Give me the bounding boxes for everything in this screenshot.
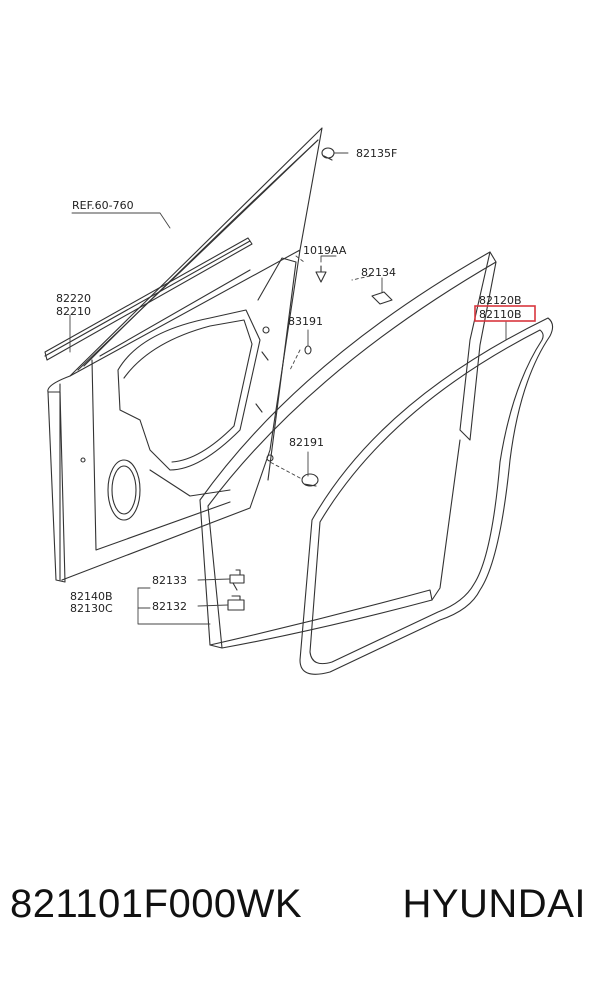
part-number: 821101F000WK — [10, 882, 303, 926]
label-82133: 82133 — [152, 574, 187, 587]
cap-82135F — [321, 147, 335, 161]
plug-82132 — [227, 595, 245, 611]
pad-82134 — [371, 291, 393, 305]
door-frame-weatherstrip — [199, 251, 497, 649]
screw-1019AA — [315, 265, 327, 283]
label-ref: REF.60-760 — [72, 199, 134, 212]
label-82135F: 82135F — [356, 147, 397, 160]
label-82130C: 82130C — [70, 602, 113, 615]
label-82120B: 82120B — [479, 294, 522, 307]
label-82134: 82134 — [361, 266, 396, 279]
label-82220: 82220 — [56, 292, 91, 305]
label-82191: 82191 — [289, 436, 324, 449]
plug-82191 — [301, 473, 319, 487]
clip-82133 — [229, 569, 245, 591]
label-1019AA: 1019AA — [303, 244, 347, 257]
door-seal-parts-diagram: 82135F REF.60-760 1019AA 82134 82220 822… — [44, 127, 554, 675]
label-83191: 83191 — [288, 315, 323, 328]
caption-bar: 821101F000WK HYUNDAI — [0, 882, 600, 952]
highlight-box-82110B — [474, 305, 536, 322]
label-82132: 82132 — [152, 600, 187, 613]
plug-83191 — [304, 345, 312, 355]
label-82140B: 82140B — [70, 590, 113, 603]
label-82110B: 82110B — [479, 308, 522, 321]
door-panel — [47, 127, 323, 583]
label-82210: 82210 — [56, 305, 91, 318]
brand-name: HYUNDAI — [402, 882, 586, 926]
beltline-molding — [44, 237, 253, 361]
body-side-weatherstrip — [299, 317, 554, 675]
